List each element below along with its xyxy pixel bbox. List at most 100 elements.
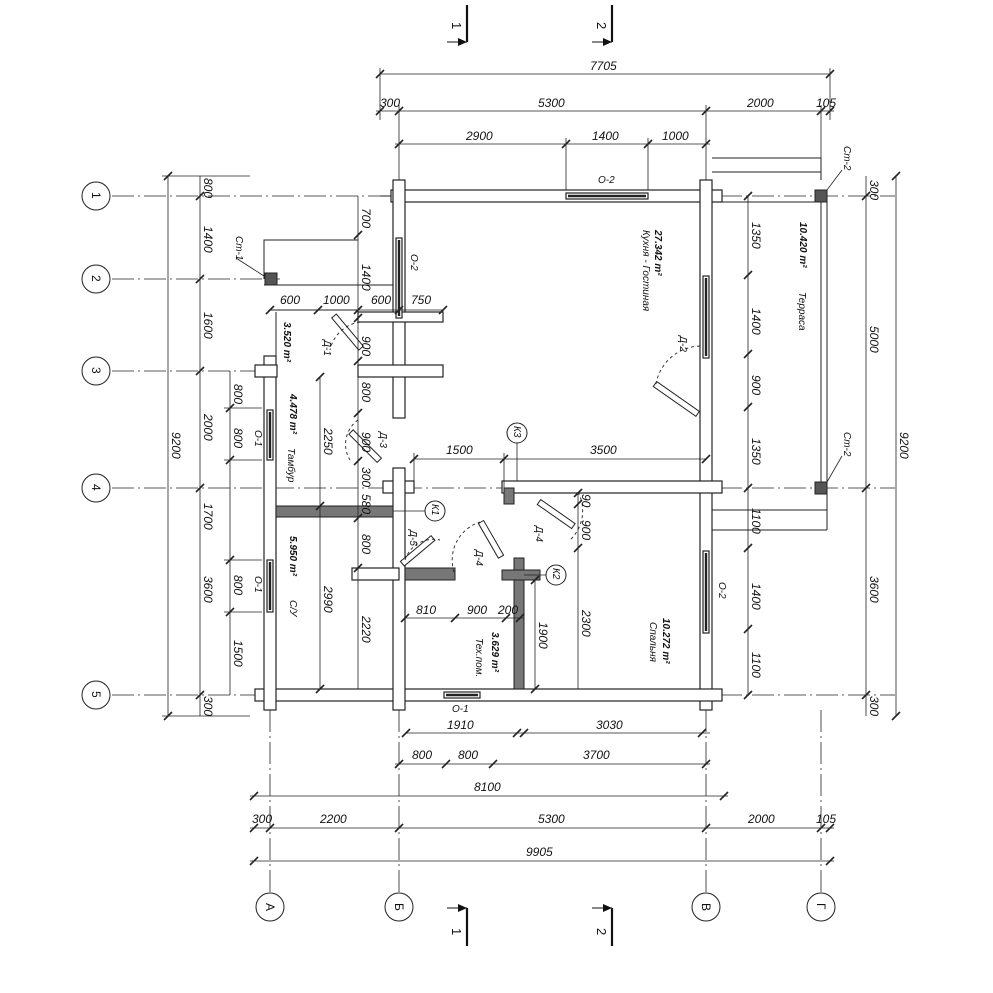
dim-b-200: 200 [497,603,518,617]
dim-r-750: 750 [411,293,431,307]
dim-left-1700: 1700 [201,503,215,530]
dim-bot-300: 300 [252,812,272,826]
mark-d4-b: Д-4 [533,525,544,542]
dim-right-900: 900 [749,375,763,395]
dim-top-300: 300 [380,96,400,110]
dim-left-1600: 1600 [201,312,215,339]
dim-far-300-a: 300 [867,180,881,200]
dim-in-2220: 2220 [359,615,373,643]
dim-bot-3700: 3700 [583,748,610,762]
dim-top-5300: 5300 [538,96,565,110]
dim-bot-5300: 5300 [538,812,565,826]
mark-o2-right: О-2 [716,582,727,599]
dim-in-900b: 900 [359,432,373,452]
dim-in-1400: 1400 [359,264,373,291]
dim-mid-1500: 1500 [446,443,473,457]
mark-k3: К3 [511,426,522,438]
axis-row-4: 4 [89,484,103,491]
dim-in-900a: 900 [359,336,373,356]
dim-in-800b: 800 [359,534,373,554]
section-marks: 1 2 1 2 [447,5,614,946]
dim-right-1350-b: 1350 [749,438,763,465]
dim-bot-8100: 8100 [474,780,501,794]
axis-row-3: 3 [89,367,103,374]
mark-o1-bot: О-1 [452,704,469,715]
dim-left-800: 800 [201,178,215,198]
room-terrace-area: 10.420 m² [797,222,808,268]
dim-top-total: 7705 [590,59,617,73]
dim-r-600a: 600 [280,293,300,307]
mark-d5: Д-5 [407,529,418,546]
mark-k2: К2 [550,568,561,580]
dim-mid-3500: 3500 [590,443,617,457]
dim-far-3600: 3600 [867,576,881,603]
dim-bot-2200: 2200 [319,812,347,826]
dim-right-1400-b: 1400 [749,583,763,610]
room-kitchen-area: 27.342 m² [652,229,663,276]
dim-in-2250: 2250 [321,427,335,455]
mark-o2-left: О-2 [408,254,419,271]
axis-col-b: Б [392,903,406,911]
dim-bot-1910: 1910 [447,718,474,732]
room-bed-area: 10.272 m² [660,618,671,664]
section-label-2-bottom: 2 [594,928,609,935]
dim-top-2900: 2900 [465,129,493,143]
dim-k-900: 900 [579,520,593,540]
column-axes: А Б В Г [255,710,836,922]
mark-o1-b: О-1 [252,576,263,593]
right-dimensions: 1350 1400 900 1350 1100 1400 1100 300 50… [743,171,911,721]
mark-d2: Д-2 [677,335,688,352]
dim-bot-2000: 2000 [747,812,775,826]
dim-in-300: 300 [359,467,373,487]
dim-bot-800-a: 800 [412,748,432,762]
dim-right-1400-a: 1400 [749,308,763,335]
dim-right-1100-a: 1100 [749,508,763,534]
dim-bot-9905: 9905 [526,845,553,859]
axis-col-a: А [263,903,277,911]
mark-d4-a: Д-4 [473,549,484,566]
dim-right-1100-b: 1100 [749,652,763,678]
dim-b-1900: 1900 [536,622,550,649]
mark-st2-b: Ст-2 [841,432,852,457]
room-terrace-name: Терраса [796,292,807,331]
mark-st2-a: Ст-2 [841,146,852,171]
axis-row-2: 2 [89,275,103,282]
section-label-2-top: 2 [594,22,609,29]
dim-r-600b: 600 [371,293,391,307]
axis-col-v: В [699,903,713,911]
dim-in-700: 700 [359,208,373,228]
left-dimensions: 9200 800 1400 1600 2000 1700 3600 300 80… [162,171,262,721]
dim-bot-3030: 3030 [596,718,623,732]
axis-row-1: 1 [89,192,103,199]
dim-left-total: 9200 [169,432,183,459]
axis-col-g: Г [814,903,828,910]
bottom-dimensions: 1910 3030 800 800 3700 8100 300 2200 530… [249,718,836,866]
room-tech-area: 3.629 m² [489,632,500,673]
section-label-1-top: 1 [449,22,464,29]
mark-o1-a: О-1 [252,430,263,447]
dim-left-800-c: 800 [231,428,245,448]
mark-d3: Д-3 [377,431,388,448]
dim-left-800-b: 800 [231,384,245,404]
dim-left-1500: 1500 [231,640,245,667]
mark-d1: Д-1 [321,339,332,356]
dim-top-105: 105 [816,96,836,110]
dim-left-2000: 2000 [201,413,215,441]
room-small-area: 3.520 m² [281,322,292,363]
room-tambur-area: 4.478 m² [287,393,298,435]
dim-far-5000: 5000 [867,326,881,353]
top-dimensions: 7705 300 5300 2000 105 2900 1400 1000 [375,59,836,190]
dim-in-800a: 800 [359,382,373,402]
windows [266,192,710,699]
section-label-1-bottom: 1 [449,928,464,935]
element-marks: О-2 О-2 О-2 О-1 О-1 О-1 Д-1 Д-2 Д-3 Д-4 … [233,146,852,715]
dim-b-900: 900 [467,603,487,617]
room-labels: 27.342 m² Кухня - Гостиная 10.420 m² Тер… [281,222,808,677]
axis-row-5: 5 [89,691,103,698]
mark-o2-top: О-2 [598,175,615,186]
dim-right-1350-a: 1350 [749,222,763,249]
dim-far-total: 9200 [897,432,911,459]
dim-left-300: 300 [201,696,215,716]
dim-in-2990: 2990 [321,585,335,613]
